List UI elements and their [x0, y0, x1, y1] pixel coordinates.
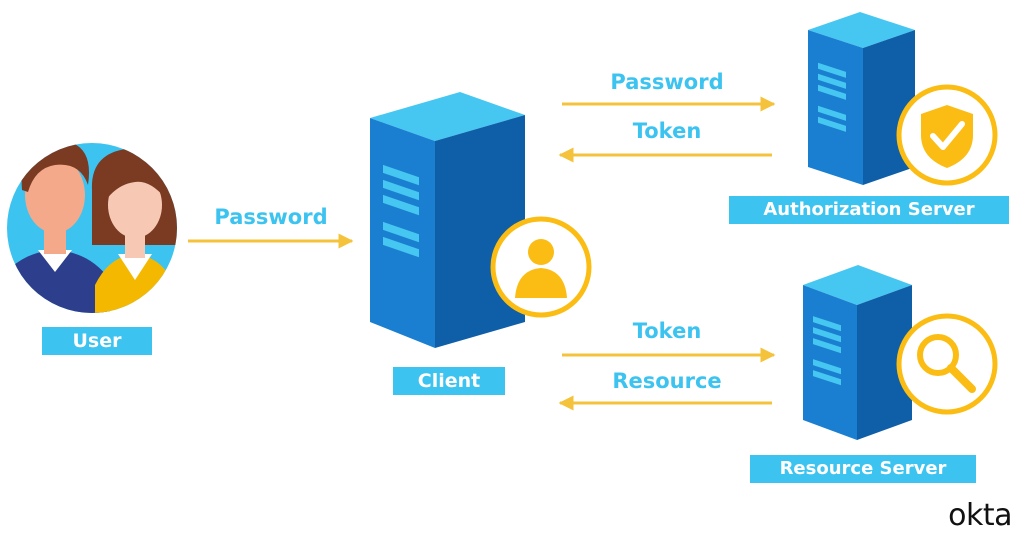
authorization-server-icon	[808, 12, 915, 185]
arrow-label-resource: Resource	[612, 369, 722, 393]
user-avatar	[7, 143, 177, 313]
shield-check-icon	[896, 84, 998, 186]
resource-server-icon	[803, 265, 912, 440]
client-server-icon	[370, 92, 525, 348]
okta-logo: okta	[948, 498, 1012, 533]
user-label: User	[42, 327, 152, 355]
client-label: Client	[393, 367, 505, 395]
resource-server-label: Resource Server	[750, 455, 976, 483]
arrow-label-client-token: Token	[632, 319, 702, 343]
magnifier-icon	[896, 313, 998, 415]
arrow-label-client-password: Password	[610, 70, 724, 94]
arrow-label-auth-token: Token	[632, 119, 702, 143]
arrow-label-user-password: Password	[214, 205, 328, 229]
user-badge-icon	[490, 216, 592, 318]
authorization-server-label: Authorization Server	[729, 196, 1009, 224]
